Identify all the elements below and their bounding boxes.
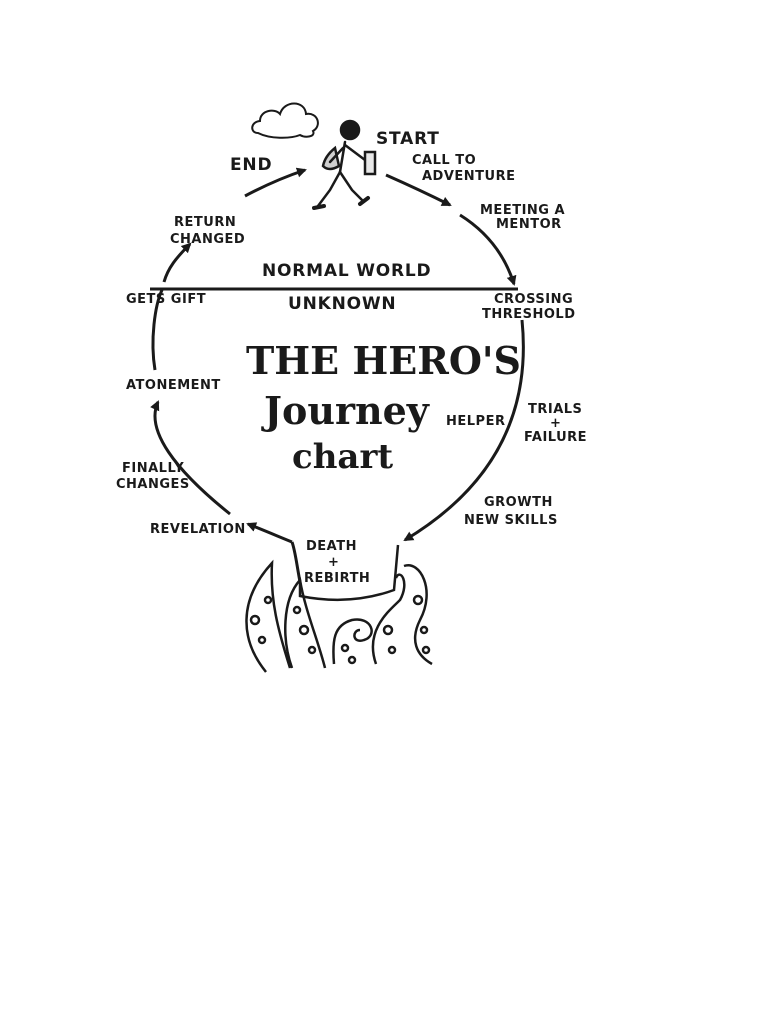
label-trials-1: TRIALS xyxy=(528,402,582,417)
region-unknown: UNKNOWN xyxy=(288,294,396,314)
label-mentor-1: MEETING A xyxy=(480,203,565,218)
title-line-2: Journey xyxy=(261,388,430,433)
label-death-3: REBIRTH xyxy=(304,571,370,586)
journey-cycle xyxy=(150,167,525,583)
label-trials-3: FAILURE xyxy=(524,430,587,445)
label-end: END xyxy=(230,155,272,175)
label-return-1: RETURN xyxy=(174,215,236,230)
title-line-1: THE HERO'S xyxy=(246,338,521,383)
label-changes-2: CHANGES xyxy=(116,477,190,492)
hiker-icon xyxy=(312,119,377,210)
label-atonement: ATONEMENT xyxy=(126,378,221,393)
label-revelation: REVELATION xyxy=(150,522,246,537)
label-call-1: CALL TO xyxy=(412,153,476,168)
label-call-2: ADVENTURE xyxy=(422,169,516,184)
tentacle-icon xyxy=(245,559,433,673)
label-crossing-2: THRESHOLD xyxy=(482,307,576,322)
label-death-2: + xyxy=(328,555,339,570)
label-death-1: DEATH xyxy=(306,539,357,554)
label-growth-1: GROWTH xyxy=(484,495,553,510)
label-mentor-2: MENTOR xyxy=(496,217,562,232)
label-trials-2: + xyxy=(550,416,561,431)
cloud-icon xyxy=(251,102,319,139)
label-return-2: CHANGED xyxy=(170,232,245,247)
title-line-3: chart xyxy=(292,437,393,477)
label-gift: GETS GIFT xyxy=(126,292,206,307)
region-normal-world: NORMAL WORLD xyxy=(262,261,431,281)
label-crossing-1: CROSSING xyxy=(494,292,573,307)
label-start: START xyxy=(376,129,440,149)
label-growth-2: NEW SKILLS xyxy=(464,513,558,528)
label-helper: HELPER xyxy=(446,414,505,429)
label-changes-1: FINALLY xyxy=(122,461,184,476)
